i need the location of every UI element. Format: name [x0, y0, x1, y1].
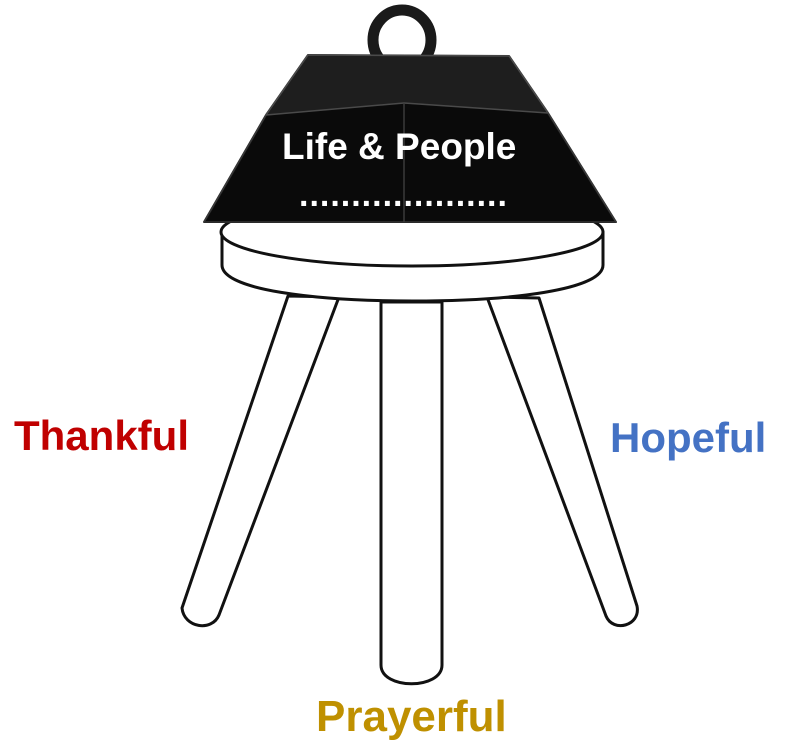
- center-leg: [381, 302, 442, 684]
- weight-blank-line: ....................: [299, 178, 508, 212]
- right-leg-label: Hopeful: [610, 417, 766, 459]
- left-leg-label: Thankful: [14, 415, 189, 457]
- center-leg-label: Prayerful: [316, 695, 507, 739]
- left-leg: [182, 296, 339, 626]
- right-leg: [487, 297, 637, 626]
- weight-title: Life & People: [282, 128, 516, 165]
